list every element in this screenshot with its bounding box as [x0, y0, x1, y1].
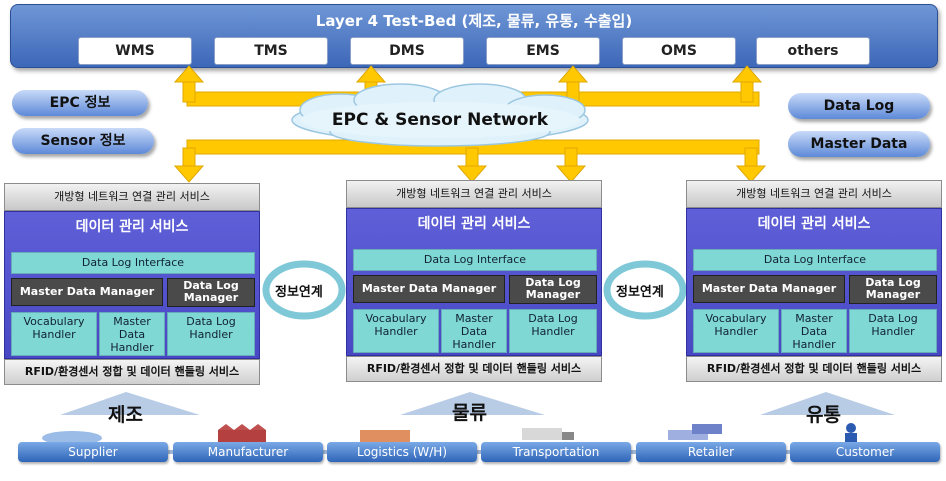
rfid-sensor-service: RFID/환경센서 정합 및 데이터 핸들링 서비스 — [4, 359, 260, 385]
testbed-header: Layer 4 Test-Bed (제조, 물류, 유통, 수출입) WMS T… — [10, 4, 938, 68]
master-data-manager: Master Data Manager — [353, 275, 505, 303]
data-log-handler: Data Log Handler — [509, 309, 597, 353]
truck-icon — [522, 428, 574, 440]
master-data-handler: Master Data Handler — [441, 309, 507, 353]
domain-logistics: 물류 — [452, 402, 487, 424]
service-stack-distribution: 개방형 네트워크 연결 관리 서비스 데이터 관리 서비스 Data Log I… — [686, 180, 942, 382]
network-label: EPC & Sensor Network — [331, 110, 549, 130]
factory-icon — [218, 424, 266, 442]
module-wms: WMS — [78, 37, 192, 65]
warehouse-icon — [360, 430, 410, 442]
master-data-manager: Master Data Manager — [693, 275, 845, 303]
chain-manufacturer: Manufacturer — [173, 442, 323, 462]
module-tms: TMS — [214, 37, 328, 65]
vocabulary-handler: Vocabulary Handler — [353, 309, 439, 353]
data-log-interface: Data Log Interface — [693, 249, 937, 271]
open-network-service: 개방형 네트워크 연결 관리 서비스 — [4, 183, 260, 211]
chain-customer: Customer — [790, 442, 940, 462]
data-management-service: 데이터 관리 서비스 Data Log Interface Master Dat… — [4, 211, 260, 359]
data-management-service: 데이터 관리 서비스 Data Log Interface Master Dat… — [346, 208, 602, 356]
data-log-manager: Data Log Manager — [849, 275, 937, 304]
service-stack-manufacturing: 개방형 네트워크 연결 관리 서비스 데이터 관리 서비스 Data Log I… — [4, 183, 260, 385]
module-oms: OMS — [622, 37, 736, 65]
module-ems: EMS — [486, 37, 600, 65]
info-link-label-right: 정보연계 — [616, 285, 664, 300]
retail-icon — [668, 424, 722, 440]
open-network-service: 개방형 네트워크 연결 관리 서비스 — [346, 180, 602, 208]
data-log-manager: Data Log Manager — [167, 278, 255, 307]
data-management-service: 데이터 관리 서비스 Data Log Interface Master Dat… — [686, 208, 942, 356]
domain-distribution: 유통 — [806, 404, 841, 426]
supply-chain-icons — [42, 423, 857, 445]
vocabulary-handler: Vocabulary Handler — [693, 309, 779, 353]
data-log-pill: Data Log — [788, 93, 930, 119]
header-title: Layer 4 Test-Bed (제조, 물류, 유통, 수출입) — [315, 12, 633, 30]
data-service-title: 데이터 관리 서비스 — [757, 216, 871, 232]
master-data-pill: Master Data — [788, 131, 930, 157]
chain-logistics: Logistics (W/H) — [327, 442, 477, 462]
master-data-manager: Master Data Manager — [11, 278, 163, 306]
data-log-manager: Data Log Manager — [509, 275, 597, 304]
module-others: others — [756, 37, 870, 65]
data-log-handler: Data Log Handler — [167, 312, 255, 356]
master-data-handler: Master Data Handler — [781, 309, 847, 353]
data-service-title: 데이터 관리 서비스 — [417, 216, 531, 232]
rfid-sensor-service: RFID/환경센서 정합 및 데이터 핸들링 서비스 — [346, 356, 602, 382]
service-stack-logistics: 개방형 네트워크 연결 관리 서비스 데이터 관리 서비스 Data Log I… — [346, 180, 602, 382]
supplier-icon — [42, 431, 102, 445]
chain-transportation: Transportation — [481, 442, 631, 462]
customer-icon — [845, 423, 857, 443]
chain-retailer: Retailer — [636, 442, 786, 462]
data-service-title: 데이터 관리 서비스 — [75, 219, 189, 235]
epc-info-pill: EPC 정보 — [12, 90, 148, 116]
vocabulary-handler: Vocabulary Handler — [11, 312, 97, 356]
data-log-interface: Data Log Interface — [11, 252, 255, 274]
domain-manufacturing: 제조 — [108, 404, 143, 426]
info-link-label-left: 정보연계 — [275, 285, 323, 300]
module-dms: DMS — [350, 37, 464, 65]
data-log-interface: Data Log Interface — [353, 249, 597, 271]
master-data-handler: Master Data Handler — [99, 312, 165, 356]
data-log-handler: Data Log Handler — [849, 309, 937, 353]
open-network-service: 개방형 네트워크 연결 관리 서비스 — [686, 180, 942, 208]
sensor-info-pill: Sensor 정보 — [12, 128, 154, 154]
chain-supplier: Supplier — [18, 442, 168, 462]
rfid-sensor-service: RFID/환경센서 정합 및 데이터 핸들링 서비스 — [686, 356, 942, 382]
